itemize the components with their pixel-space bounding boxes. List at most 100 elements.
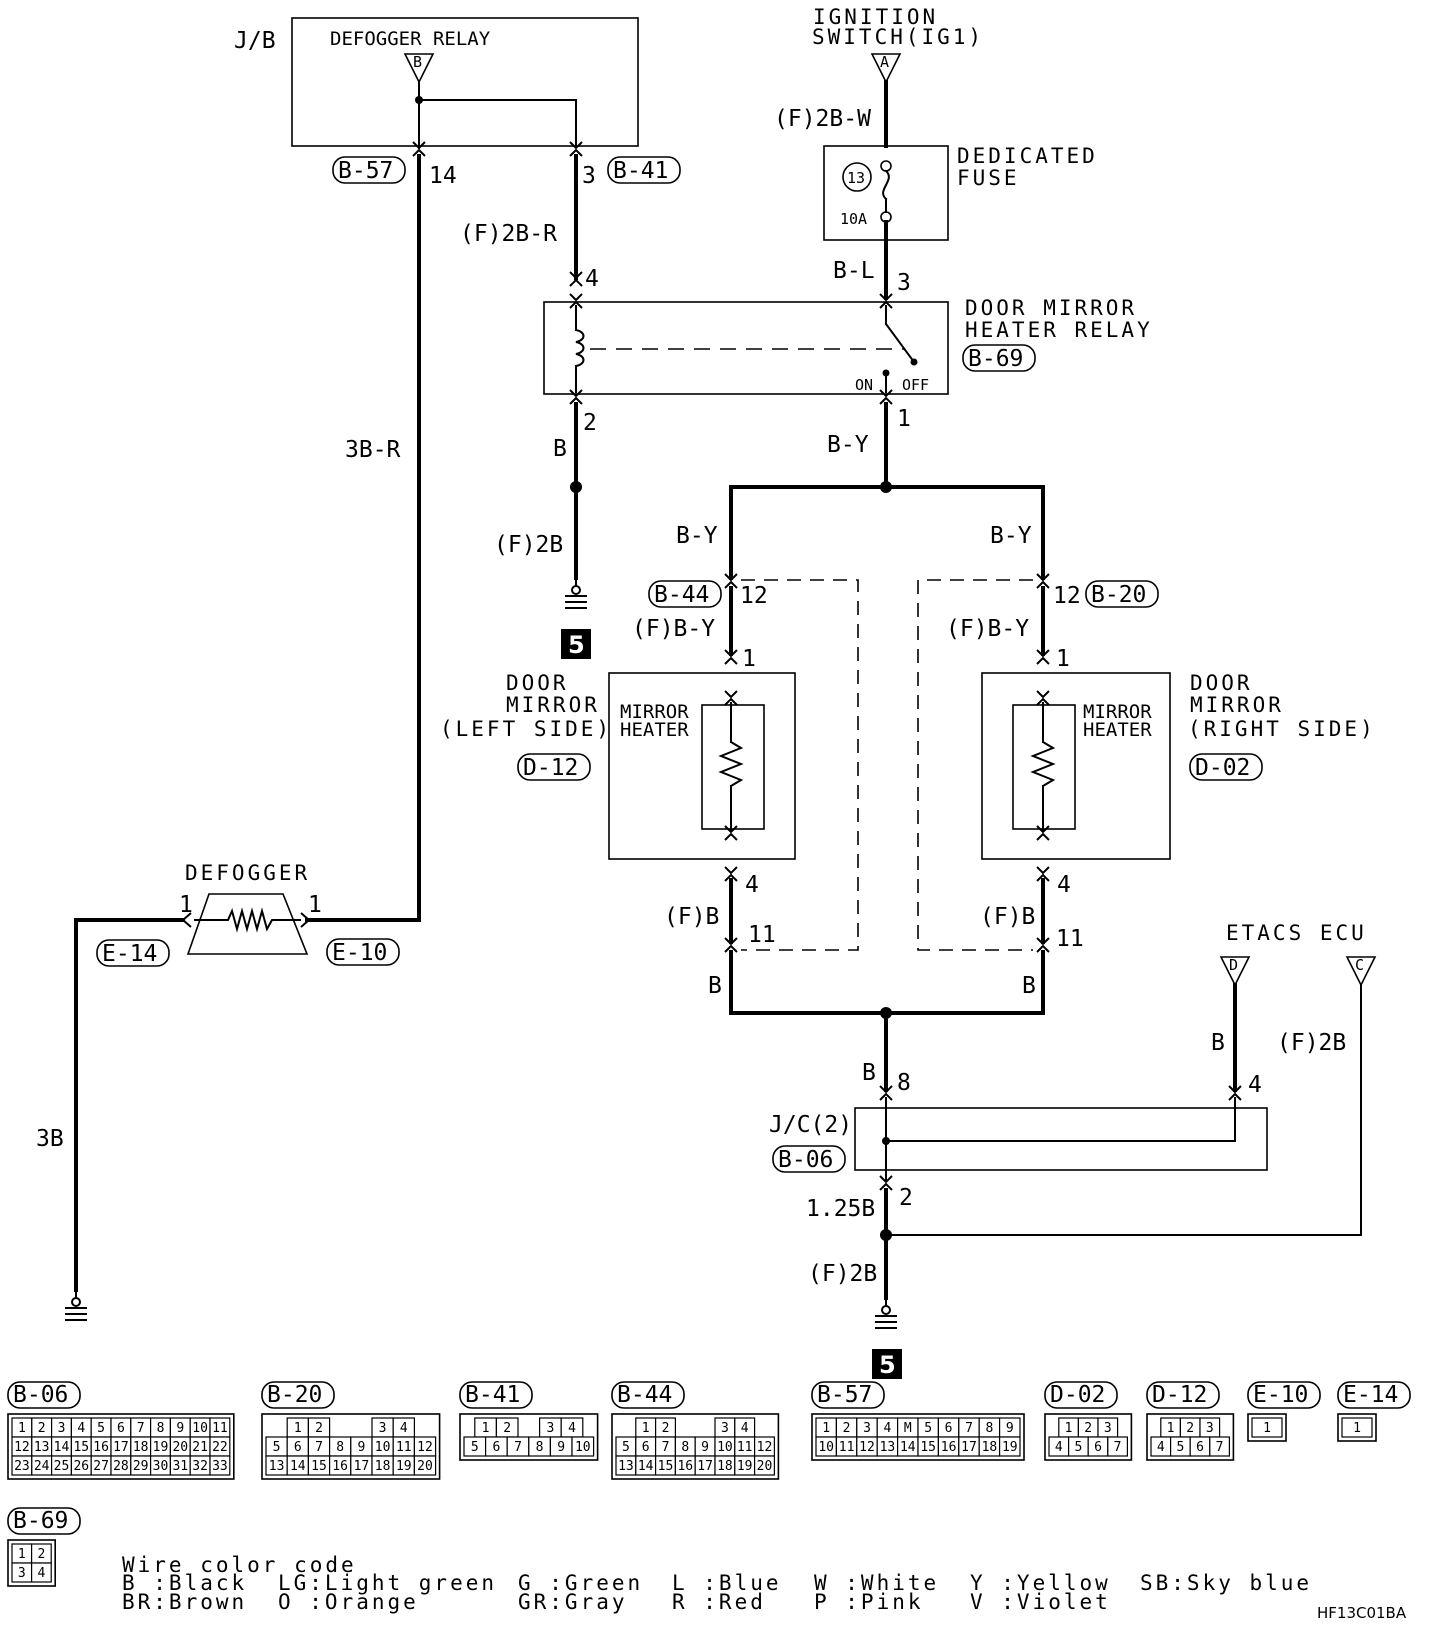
color-code-entry: SB:Sky blue [1140,1571,1312,1595]
connector-pin: 19 [153,1440,169,1455]
ground-symbol-3 [64,1289,88,1321]
left-mirror-label-1: DOOR [506,671,569,695]
connector-pin: 3 [1206,1421,1214,1436]
connector-pin: 13 [880,1440,896,1455]
wire-label-b-y-main: B-Y [827,432,869,458]
wire-label-1-25b: 1.25B [806,1196,875,1222]
jc-box [854,1107,1268,1171]
svg-text:B-69: B-69 [968,346,1023,372]
connector-pin: 18 [133,1440,149,1455]
wire-label-f-b-right: (F)B [980,904,1035,930]
connector-pin: 12 [757,1440,773,1455]
connector-pin: 16 [93,1440,109,1455]
pin-2-jc: 2 [899,1185,913,1211]
wire-label-b-jc: B [862,1060,876,1086]
right-mirror-label-2: MIRROR [1190,693,1284,717]
left-mirror-box [608,672,796,860]
connector-pin: 1 [482,1421,490,1436]
connector-pin: 11 [737,1440,753,1455]
connector-pin: 5 [273,1440,281,1455]
pin-14: 14 [429,163,457,189]
connector-pin: 17 [697,1459,713,1474]
connector-pin: 29 [133,1459,149,1474]
defogger-resistor-icon [194,907,301,933]
color-code-entry: G :Green [518,1571,643,1595]
wire-3b [74,918,185,1292]
right-heater-resistor-icon [1030,740,1056,788]
connector-pin: 31 [172,1459,188,1474]
terminal-a-marker [870,53,902,84]
connector-pin: 10 [717,1440,733,1455]
color-code-entry: BR:Brown [122,1590,247,1614]
connector-pin: 6 [1094,1440,1102,1455]
connector-pin: 15 [73,1440,89,1455]
connector-view-label: B-69 [13,1508,68,1534]
wire-label-b-left: B [708,973,722,999]
connector-pin: 17 [961,1440,977,1455]
connector-pin: 6 [945,1421,953,1436]
terminal-d-letter: D [1229,956,1238,974]
connector-pin: 20 [417,1459,433,1474]
fuse-label-2: FUSE [957,166,1020,190]
connector-pin: 12 [859,1440,875,1455]
jb-label: J/B [234,28,276,54]
pin-1-relay: 1 [897,406,911,432]
connector-view-label: B-44 [617,1382,672,1408]
connector-view-label: D-02 [1050,1382,1105,1408]
wire-label-b-l: B-L [833,258,875,284]
connector-pin: 1 [642,1421,650,1436]
wire-label-b-coil: B [553,436,567,462]
wire-label-f-b-y-right: (F)B-Y [946,616,1029,642]
svg-text:E-10: E-10 [332,940,387,966]
connector-pin: 2 [843,1421,851,1436]
connector-d02: D-02 [1189,753,1263,781]
connector-pin: 1 [1065,1421,1073,1436]
connector-pin: 14 [290,1459,306,1474]
connector-pin: 1 [1353,1421,1361,1436]
jb-box [291,17,639,147]
connector-pin: 3 [379,1421,387,1436]
left-mirror-label-2: MIRROR [506,693,600,717]
pin-8-jc: 8 [897,1070,911,1096]
pin-4-relay: 4 [585,266,599,292]
connector-view-label: B-41 [465,1382,520,1408]
pin-4-right: 4 [1057,872,1071,898]
wire-label-b-right: B [1022,973,1036,999]
svg-text:B-06: B-06 [778,1147,833,1173]
svg-text:B-20: B-20 [1091,582,1146,608]
svg-text:D-12: D-12 [523,755,578,781]
connector-pin: 10 [375,1440,391,1455]
pin-1-e14: 1 [179,892,193,918]
connector-pin: 21 [192,1440,208,1455]
terminal-c-marker [1345,956,1377,987]
connector-pin: 4 [400,1421,408,1436]
joint-connector-jc2: J/C(2) [769,1097,1268,1181]
connector-pin: 6 [492,1440,500,1455]
pin-1-right-mirror: 1 [1056,646,1070,672]
color-code-entry: V :Violet [970,1590,1111,1614]
connector-pin: 11 [396,1440,412,1455]
connector-pin: 16 [941,1440,957,1455]
connector-pin: 4 [568,1421,576,1436]
connector-pin: 16 [332,1459,348,1474]
connector-view-label: E-14 [1343,1382,1398,1408]
connector-pin: 7 [137,1421,145,1436]
connector-view-label: D-12 [1152,1382,1207,1408]
pin-4-left: 4 [745,872,759,898]
connector-pin: 24 [34,1459,50,1474]
connector-pin: 22 [212,1440,228,1455]
connector-pin: M [904,1421,912,1436]
connector-b44: B-44 [648,580,722,608]
connector-pin: 7 [315,1440,323,1455]
pin-3-b69: 3 [897,270,911,296]
wire-label-f-b-left: (F)B [664,904,719,930]
connector-pin: 18 [982,1440,998,1455]
terminal-c-letter: C [1355,956,1364,974]
connector-pin: 12 [14,1440,30,1455]
connector-e14: E-14 [96,939,170,967]
ground-symbol-2 [874,1297,898,1329]
connector-pin: 7 [965,1421,973,1436]
wire-label-f-b-y-left: (F)B-Y [632,616,715,642]
